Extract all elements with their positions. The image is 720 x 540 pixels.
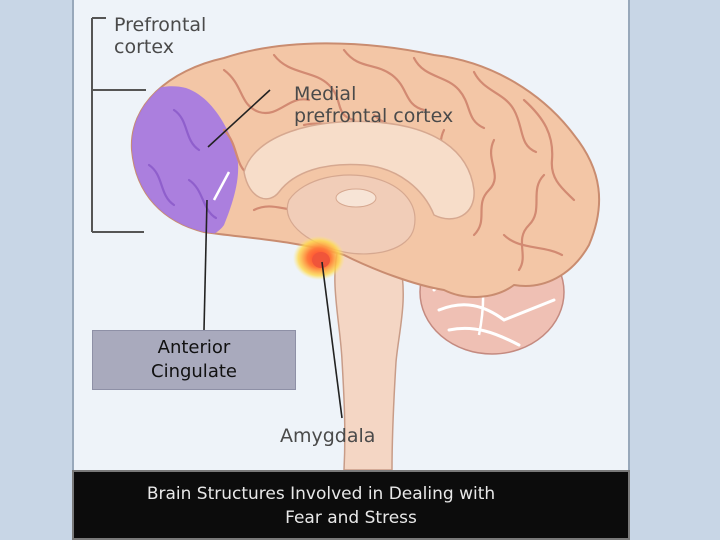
anterior-cingulate-label-box: Anterior Cingulate xyxy=(92,330,296,390)
caption-line-2: Fear and Stress xyxy=(74,506,628,530)
brain-illustration xyxy=(74,0,630,470)
caption-bar: Brain Structures Involved in Dealing wit… xyxy=(72,470,630,540)
amygdala-text: Amygdala xyxy=(280,425,375,447)
medial-prefrontal-cortex-text: Medial prefrontal cortex xyxy=(294,83,453,127)
caption-line-1: Brain Structures Involved in Dealing wit… xyxy=(74,482,628,506)
anterior-cingulate-line2: Cingulate xyxy=(93,360,295,384)
medial-prefrontal-cortex-label: Medial prefrontal cortex xyxy=(294,83,453,127)
brain-diagram-panel: Prefrontal cortex Medial prefrontal cort… xyxy=(72,0,630,470)
prefrontal-cortex-text: Prefrontal cortex xyxy=(114,14,206,58)
anterior-cingulate-line1: Anterior xyxy=(93,336,295,360)
amygdala-label: Amygdala xyxy=(280,425,375,447)
amygdala-marker xyxy=(293,236,345,280)
prefrontal-cortex-label: Prefrontal cortex xyxy=(114,14,206,58)
